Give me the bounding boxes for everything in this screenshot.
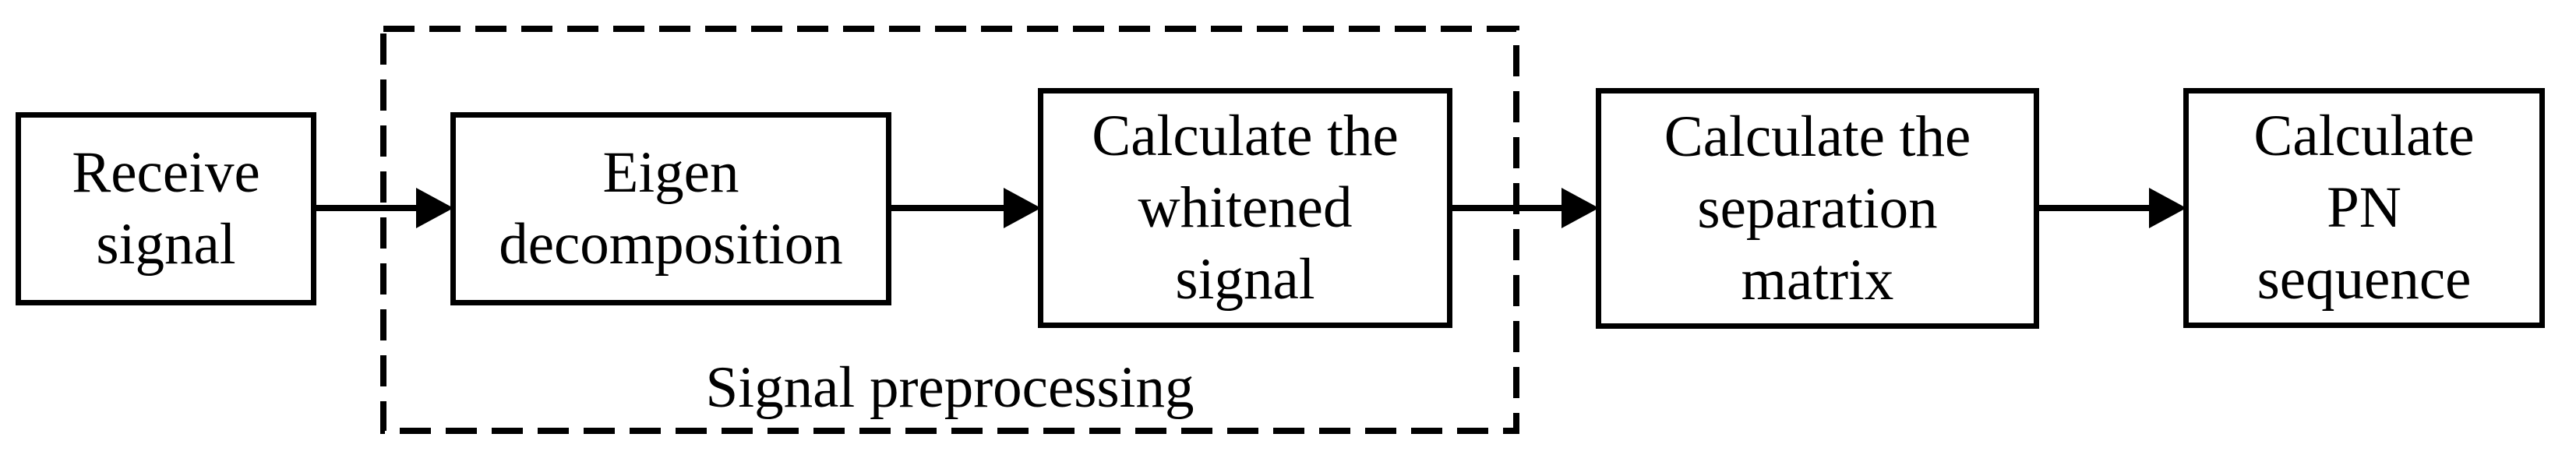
box-text-line: signal (1175, 247, 1315, 312)
box-calculate-separation-matrix: Calculate the separation matrix (1596, 88, 2039, 329)
signal-preprocessing-label: Signal preprocessing (705, 355, 1194, 420)
box-text-line: sequence (2257, 247, 2472, 312)
box-calculate-whitened-signal: Calculate the whitened signal (1038, 88, 1452, 328)
box-receive-signal: Receive signal (16, 112, 316, 305)
box-text-line: Receive (72, 140, 260, 205)
box-text-line: signal (96, 212, 236, 277)
box-text-line: matrix (1741, 247, 1894, 312)
box-text-line: decomposition (499, 212, 843, 277)
box-text-line: PN (2327, 175, 2401, 240)
box-text-line: separation (1697, 175, 1938, 241)
box-calculate-pn-sequence: Calculate PN sequence (2183, 88, 2545, 328)
signal-preprocessing-group-border (380, 26, 1519, 434)
box-text-line: Calculate the (1664, 104, 1971, 169)
box-text-line: Calculate the (1092, 104, 1399, 168)
box-eigen-decomposition: Eigen decomposition (450, 112, 891, 305)
arrow-receive-to-eigen (313, 188, 453, 228)
box-text-line: Eigen (602, 140, 739, 205)
arrow-whitened-to-separation (1450, 188, 1599, 228)
box-text-line: whitened (1138, 175, 1353, 240)
box-text-line: Calculate (2253, 104, 2475, 168)
arrow-eigen-to-whitened (888, 188, 1041, 228)
arrow-separation-to-pn (2036, 188, 2186, 228)
